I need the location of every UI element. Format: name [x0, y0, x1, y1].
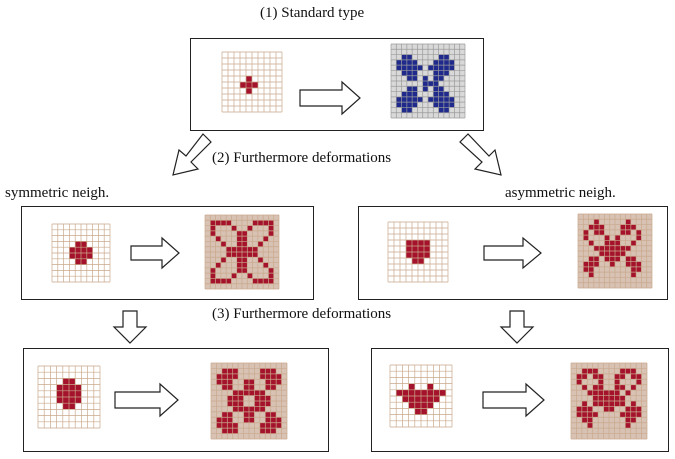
step2-label: (2) Furthermore deformations [212, 150, 392, 166]
symmetric-neighborhood-label: symmetric neigh. [5, 185, 110, 201]
panel-symmetric-1 [21, 206, 314, 300]
step3-label: (3) Furthermore deformations [212, 306, 392, 322]
panel-symmetric-2 [23, 348, 329, 452]
down-arrow-left [112, 310, 148, 344]
branch-arrow-right [459, 133, 502, 176]
panel-standard [190, 38, 484, 131]
panel-asymmetric-1 [358, 206, 668, 300]
branch-arrow-left [172, 133, 212, 176]
step1-label: (1) Standard type [260, 5, 365, 21]
panel-asymmetric-2 [371, 348, 669, 452]
asymmetric-neighborhood-label: asymmetric neigh. [505, 185, 616, 201]
down-arrow-right [499, 310, 535, 344]
